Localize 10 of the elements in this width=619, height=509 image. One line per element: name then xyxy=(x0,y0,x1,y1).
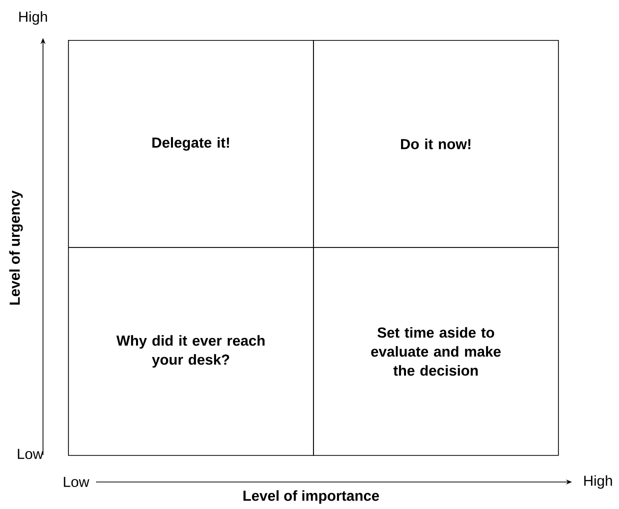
quadrant-box: Delegate it! xyxy=(68,40,314,248)
quadrant-box: Do it now! xyxy=(313,40,559,248)
axis-title: Level of urgency xyxy=(9,190,23,305)
axis-label: High xyxy=(584,475,612,489)
quadrant-box: Why did it ever reach your desk? xyxy=(68,247,314,456)
axis-label: Low xyxy=(64,476,90,488)
axis-label: High xyxy=(19,11,47,25)
axis-title: Level of importance xyxy=(243,490,379,504)
axis-label: Low xyxy=(18,448,44,460)
quadrant-box: Set time aside to evaluate and make the decision xyxy=(313,247,559,456)
